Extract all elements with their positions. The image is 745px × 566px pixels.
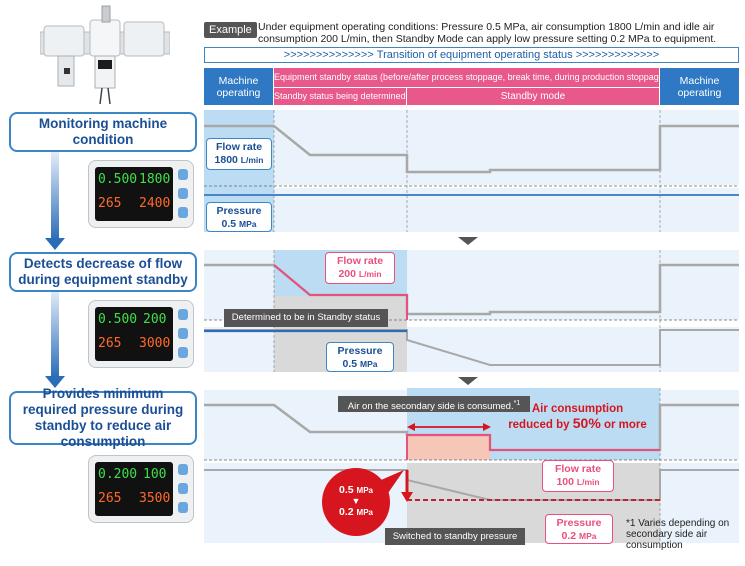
panel1-flow-value: 1800 [214,154,238,166]
panel2-pressure-label-box: Pressure 0.5 MPa [326,342,394,372]
device-1-bottom-left: 265 [98,196,122,211]
transition-arrows-right: >>>>>>>>>>>>> [575,49,660,61]
header-standby-mode: Standby mode [407,88,659,105]
panel3-consumed-mark: *1 [513,400,521,407]
panel-step-arrow-1 [458,237,478,245]
panel1-flow-label: Flow rate [215,141,263,153]
down-arrow-icon: ▼ [351,496,361,506]
panel1-pressure-label: Pressure [216,205,262,217]
device-3-bottom-right: 3500 [139,491,171,506]
panel3-flow-label: Flow rate [554,463,602,475]
panel2-pressure-value: 0.5 [342,358,358,370]
panel-step-arrow-2 [458,377,478,385]
left-flow-arrows [45,150,65,388]
panel3-reduced-pre: reduced by [508,419,573,431]
header-machine-operating-left: Machine operating [204,68,273,105]
panel3-saved-area [407,435,490,460]
panel3-consumed-text: Air on the secondary side is consumed. [347,401,514,413]
panel3-flow-value: 100 [556,476,574,488]
footnote-text: Varies depending on secondary side air c… [626,518,730,551]
panel1-pressure-label-box: Pressure 0.5 MPa [206,202,272,232]
device-2-button [178,347,188,358]
panel3-flow-label-box: Flow rate 100 L/min [542,460,614,492]
device-3-top-left: 0.200 [98,467,138,482]
panel1-flow-unit: L/min [240,155,264,165]
panel3-drop-arrowhead [401,492,413,502]
device-1-button [178,207,188,218]
example-text: Under equipment operating conditions: Pr… [258,21,717,45]
device-display-1: 0.500 1800 265 2400 [88,160,194,228]
panel2-determined-label: Determined to be in Standby status [224,309,388,327]
panel3-reduced-label: Air consumption reduced by 50% or more [500,402,655,432]
panel3-pressure-value: 0.2 [561,530,577,542]
example-tag: Example [204,22,257,38]
panel1-pressure-value: 0.5 [221,218,237,230]
panel3-switched-label: Switched to standby pressure [385,528,525,545]
header-status-being-determined: Standby status being determined. [274,88,408,105]
panel3-reduced-pct: 50% [572,415,601,431]
device-display-2: 0.500 200 265 3000 [88,300,194,368]
device-3-bottom-left: 265 [98,491,122,506]
panel2-flow-label: Flow rate [336,255,384,267]
panel3-flow-highlight [406,434,660,460]
panel3-pressure-unit: MPa [579,531,597,541]
panel2-pressure-unit: MPa [360,359,378,369]
panel2-flow-label-box: Flow rate 200 L/min [325,252,395,284]
device-2-button [178,309,188,320]
step-detects-decrease: Detects decrease of flow during equipmen… [9,252,197,292]
panel1-pressure-unit: MPa [239,219,257,229]
device-1-bottom-right: 2400 [139,196,171,211]
panel1-flow-line [204,124,739,174]
panel2-flow-value: 200 [338,268,356,280]
device-1-top-right: 1800 [139,172,171,187]
panel3-flow-unit: L/min [576,477,600,487]
device-3-button [178,464,188,475]
panel1-flow-label-box: Flow rate 1800 L/min [206,138,272,170]
panel3-pressure-label: Pressure [556,517,602,529]
device-3-button [178,502,188,513]
footnote-mark: *1 [626,518,636,529]
panel3-pressure-to: 0.2 [339,506,354,518]
transition-label: Transition of equipment operating status [376,49,573,61]
panel2-pressure-label: Pressure [337,345,383,357]
transition-banner: >>>>>>>>>>>>>> Transition of equipment o… [204,47,739,63]
header-standby-status: Equipment standby status (before/after p… [274,68,659,87]
device-2-button [178,328,188,339]
device-1-top-left: 0.500 [98,172,138,187]
device-3-button [178,483,188,494]
product-photo [40,5,170,104]
transition-arrows-left: >>>>>>>>>>>>>> [283,49,374,61]
header-machine-operating-right: Machine operating [660,68,739,105]
panel2-flow-unit: L/min [358,269,382,279]
step-monitoring: Monitoring machine condition [9,112,197,152]
panel3-consumed-label: Air on the secondary side is consumed.*1 [338,396,530,412]
device-2-bottom-left: 265 [98,336,122,351]
panel2-flow-highlight [273,264,408,320]
device-1-button [178,169,188,180]
footnote: *1 Varies depending on secondary side ai… [626,518,742,551]
panel3-consumed-arrow-right [483,423,491,431]
device-1-button [178,188,188,199]
panel3-pressure-from-unit: MPa [356,486,373,495]
device-3-top-right: 100 [143,467,167,482]
panel3-pressure-from: 0.5 [339,484,354,496]
device-display-3: 0.200 100 265 3500 [88,455,194,523]
pressure-change-pointer [381,470,404,496]
pressure-change-badge [322,468,390,536]
panel3-pressure-to-unit: MPa [356,508,373,517]
panel3-consumed-arrow-left [407,423,415,431]
panel3-reduced-post: or more [600,419,647,431]
device-2-top-right: 200 [143,312,167,327]
device-2-bottom-right: 3000 [139,336,171,351]
panel3-pressure-change-text: 0.5 MPa ▼ 0.2 MPa [322,484,390,519]
device-2-top-left: 0.500 [98,312,138,327]
panel3-pressure-label-box: Pressure 0.2 MPa [545,514,613,544]
panel3-reduced-line1: Air consumption [531,403,624,415]
